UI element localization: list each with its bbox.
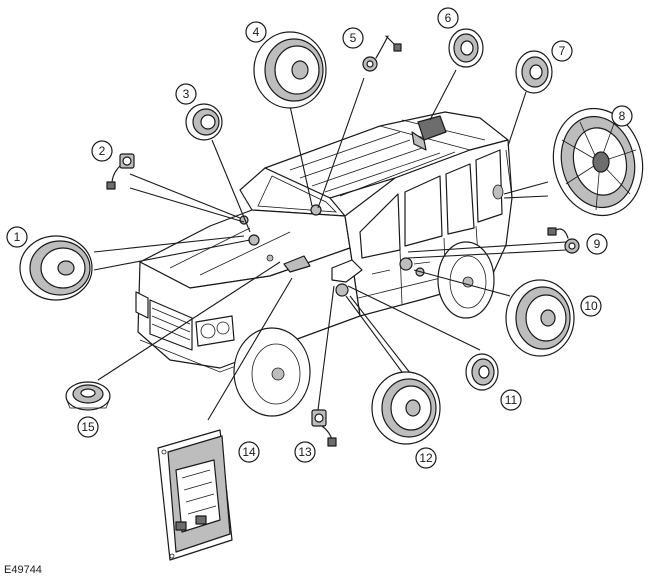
callout-7-label: 7 bbox=[559, 44, 566, 58]
callout-8: 8 bbox=[611, 105, 633, 127]
callout-10-label: 10 bbox=[584, 299, 598, 313]
callout-9-label: 9 bbox=[594, 237, 601, 251]
callout-12: 12 bbox=[415, 447, 437, 469]
speaker-13-tweeter-with-connector bbox=[311, 409, 337, 447]
callout-4-label: 4 bbox=[253, 25, 260, 39]
speaker-12-front-door-woofer bbox=[371, 371, 441, 445]
speaker-15-dashboard-centre bbox=[65, 381, 111, 411]
callout-11: 11 bbox=[500, 389, 522, 411]
callout-5: 5 bbox=[342, 27, 364, 49]
speaker-9-tweeter-with-connector bbox=[547, 227, 580, 254]
speaker-7-rear-midrange bbox=[515, 50, 553, 94]
callout-13-label: 13 bbox=[298, 445, 312, 459]
callout-5-label: 5 bbox=[350, 31, 357, 45]
speaker-3-midrange bbox=[185, 103, 223, 141]
leader-lines bbox=[93, 69, 567, 421]
callout-4: 4 bbox=[245, 21, 267, 43]
callout-11-label: 11 bbox=[505, 393, 518, 407]
callout-2: 2 bbox=[91, 140, 113, 162]
speaker-2-tweeter-with-connector bbox=[106, 153, 135, 190]
callout-6: 6 bbox=[437, 7, 459, 29]
callout-1: 1 bbox=[6, 226, 28, 248]
callout-15: 15 bbox=[77, 416, 99, 438]
speaker-6-roof-mounted bbox=[448, 28, 484, 68]
callout-3: 3 bbox=[175, 83, 197, 105]
speaker-10-rear-door-woofer bbox=[505, 279, 575, 357]
callout-12-label: 12 bbox=[419, 451, 433, 465]
callout-9: 9 bbox=[586, 233, 608, 255]
callout-8-label: 8 bbox=[619, 109, 626, 123]
callout-1-label: 1 bbox=[14, 230, 21, 244]
speaker-5-tweeter-with-connector bbox=[362, 35, 402, 72]
speaker-11-midrange bbox=[465, 353, 499, 391]
callout-7: 7 bbox=[551, 40, 573, 62]
callout-14: 14 bbox=[238, 441, 260, 463]
callout-13: 13 bbox=[294, 441, 316, 463]
vehicle-illustration bbox=[135, 111, 513, 417]
callout-15-label: 15 bbox=[81, 420, 95, 434]
callout-14-label: 14 bbox=[242, 445, 256, 459]
speaker-4-rear-door-woofer bbox=[253, 31, 327, 109]
figure-reference-code: E49744 bbox=[4, 564, 42, 576]
callout-3-label: 3 bbox=[183, 87, 190, 101]
speaker-8-subwoofer bbox=[552, 107, 644, 217]
component-14-audio-amplifier bbox=[157, 429, 233, 561]
speaker-1-front-door-woofer bbox=[19, 235, 93, 301]
callout-10: 10 bbox=[580, 295, 602, 317]
callout-6-label: 6 bbox=[445, 11, 452, 25]
callout-2-label: 2 bbox=[99, 144, 106, 158]
